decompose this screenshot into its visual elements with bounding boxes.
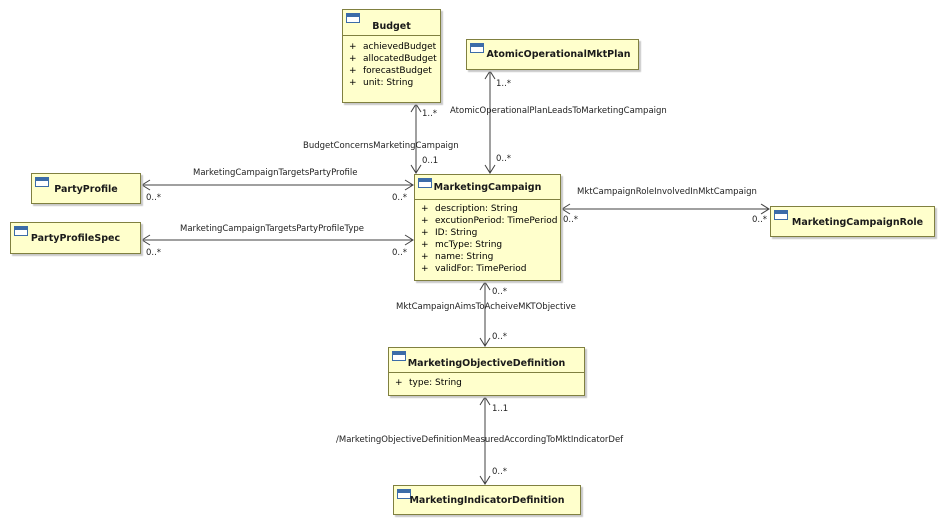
class-icon [397, 489, 411, 499]
attribute-list: +achievedBudget +allocatedBudget +foreca… [343, 36, 440, 89]
attribute: +ID: String [421, 228, 478, 238]
attribute: +unit: String [349, 78, 414, 88]
multiplicity-profile-end: 0..* [146, 193, 162, 203]
assoc-label-atomic-leads: AtomicOperationalPlanLeadsToMarketingCam… [450, 106, 667, 116]
class-marketing-campaign-role[interactable]: MarketingCampaignRole [770, 206, 935, 237]
multiplicity-budget-end: 1..* [422, 109, 438, 119]
arrowhead-budget-concerns-bottom [410, 164, 422, 174]
multiplicity-spec-end: 0..* [146, 248, 162, 258]
arrowhead-role-involved-left [561, 203, 571, 215]
multiplicity-campaign-end: 0..* [392, 248, 408, 258]
arrowhead-role-involved-right [760, 203, 770, 215]
attribute: +forecastBudget [349, 66, 432, 76]
attribute: +allocatedBudget [349, 54, 437, 64]
multiplicity-role-end: 0..* [752, 215, 768, 225]
class-party-profile-spec[interactable]: PartyProfileSpec [10, 222, 141, 254]
class-name: MarketingIndicatorDefinition [409, 495, 565, 506]
multiplicity-campaign-end: 0..1 [422, 156, 439, 166]
class-icon [346, 13, 360, 23]
attribute: +excutionPeriod: TimePeriod [421, 216, 558, 226]
class-icon [35, 177, 49, 187]
class-name: MarketingObjectiveDefinition [407, 358, 566, 369]
class-marketing-indicator-definition[interactable]: MarketingIndicatorDefinition [393, 485, 581, 515]
attribute: +achievedBudget [349, 42, 437, 52]
multiplicity-indicator-end: 0..* [492, 467, 508, 477]
class-icon [14, 226, 28, 236]
arrowhead-targets-profile-left [141, 179, 151, 191]
class-name: MarketingCampaignRole [791, 217, 924, 228]
assoc-label-targets-profile: MarketingCampaignTargetsPartyProfile [193, 168, 358, 178]
arrowhead-budget-concerns-top [410, 103, 422, 113]
class-icon [418, 178, 432, 188]
assoc-label-budget-concerns: BudgetConcernsMarketingCampaign [303, 141, 459, 151]
class-name: Budget [372, 21, 411, 32]
arrowhead-targets-profile-right [404, 179, 414, 191]
multiplicity-campaign-end: 0..* [392, 193, 408, 203]
attribute: +validFor: TimePeriod [421, 264, 527, 274]
multiplicity-plan-end: 1..* [496, 79, 512, 89]
arrowhead-targets-profile-type-right [404, 234, 414, 246]
attribute: +mcType: String [421, 240, 503, 250]
arrowhead-atomic-leads-bottom [484, 164, 496, 174]
arrowhead-targets-profile-type-left [141, 234, 151, 246]
class-name: PartyProfileSpec [30, 233, 121, 244]
assoc-label-role-involved: MktCampaignRoleInvolvedInMktCampaign [577, 187, 757, 197]
class-party-profile[interactable]: PartyProfile [31, 173, 141, 204]
multiplicity-campaign-end: 0..* [496, 154, 512, 164]
attribute-list: +description: String +excutionPeriod: Ti… [415, 200, 560, 275]
arrowhead-measured-according-top [479, 396, 491, 406]
assoc-label-aims-objective: MktCampaignAimsToAcheiveMKTObjective [396, 302, 576, 312]
attribute: +type: String [395, 378, 462, 388]
class-icon [774, 210, 788, 220]
assoc-label-measured-according: /MarketingObjectiveDefinitionMeasuredAcc… [336, 435, 624, 445]
class-icon [470, 43, 484, 53]
arrowhead-atomic-leads-top [484, 70, 496, 80]
assoc-label-targets-profile-type: MarketingCampaignTargetsPartyProfileType [180, 224, 365, 234]
arrowhead-aims-objective-bottom [479, 337, 491, 347]
class-icon [392, 351, 406, 361]
class-name: MarketingCampaign [433, 182, 542, 193]
multiplicity-objective-end: 0..* [492, 332, 508, 342]
arrowhead-measured-according-bottom [479, 475, 491, 485]
class-name: AtomicOperationalMktPlan [486, 49, 631, 60]
class-marketing-campaign[interactable]: MarketingCampaign +description: String +… [414, 174, 561, 281]
class-atomic-operational-mkt-plan[interactable]: AtomicOperationalMktPlan [466, 39, 639, 70]
class-name: PartyProfile [54, 184, 118, 195]
attribute-list: +type: String [389, 373, 584, 389]
multiplicity-objective-end: 1..1 [492, 404, 509, 414]
multiplicity-campaign-end: 0..* [492, 287, 508, 297]
multiplicity-campaign-end: 0..* [563, 215, 579, 225]
arrowhead-aims-objective-top [479, 281, 491, 291]
attribute: +description: String [421, 204, 518, 214]
attribute: +name: String [421, 252, 494, 262]
class-budget[interactable]: Budget +achievedBudget +allocatedBudget … [342, 9, 441, 103]
class-marketing-objective-definition[interactable]: MarketingObjectiveDefinition +type: Stri… [388, 347, 585, 396]
